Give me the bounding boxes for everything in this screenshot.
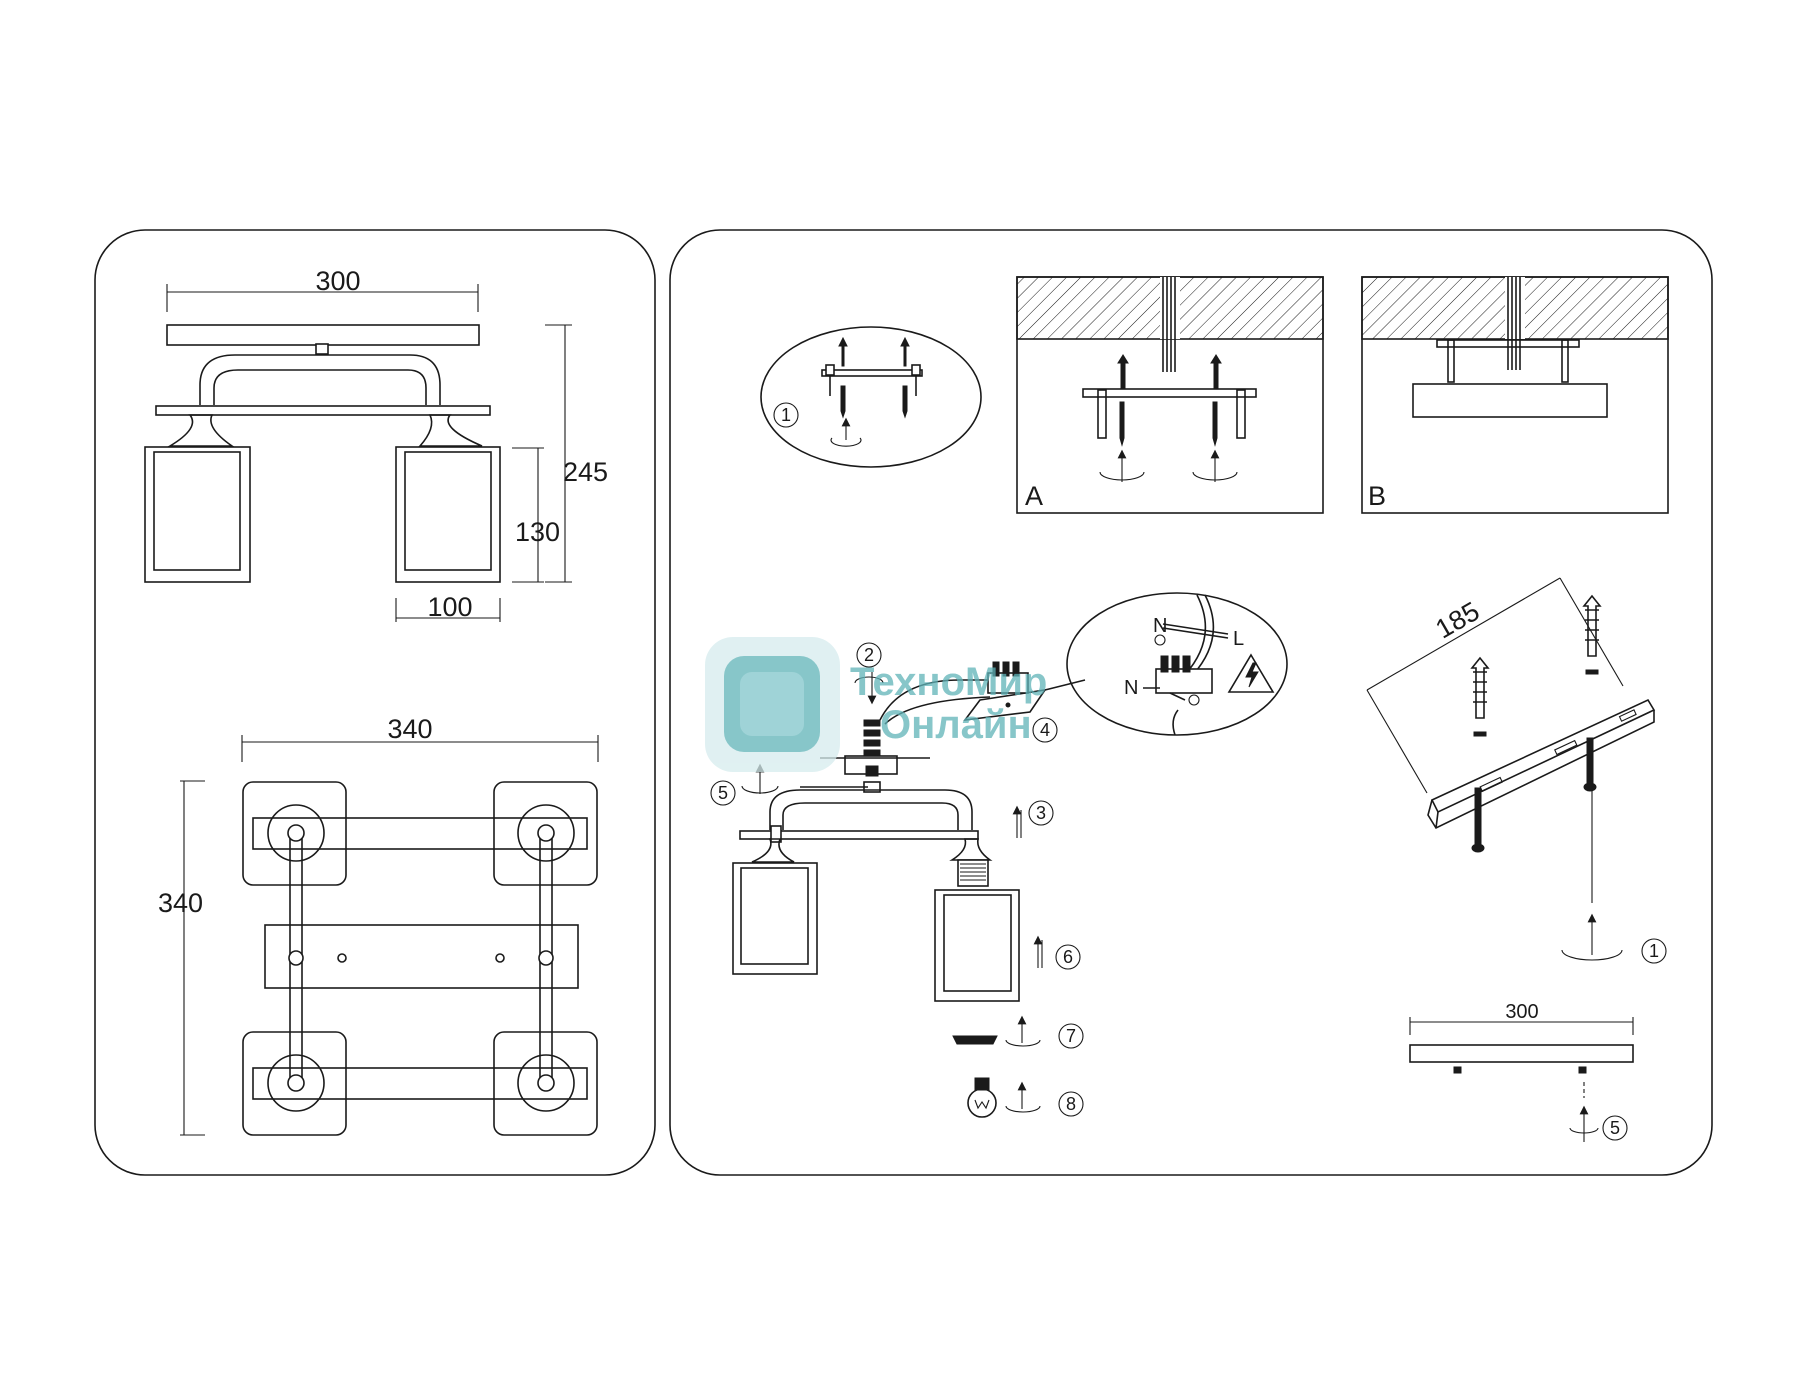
step-6: 6 <box>1063 947 1073 967</box>
step-1-bracket: 1 <box>1649 941 1659 961</box>
detail-b-label: B <box>1368 481 1386 511</box>
wiring-detail-oval: N L N <box>1066 592 1288 736</box>
watermark-line2: Онлайн <box>880 703 1032 747</box>
step-2: 2 <box>864 645 874 665</box>
plan-view-drawing: 340 340 <box>158 714 599 1136</box>
detail-b-box: B <box>1361 276 1669 514</box>
wire-label-l: L <box>1233 628 1244 650</box>
step-3: 3 <box>1036 803 1046 823</box>
dim-total-height: 245 <box>563 457 608 487</box>
mounting-bracket-drawing: 185 1 <box>1366 577 1667 964</box>
detail-a-label: A <box>1025 481 1043 511</box>
wire-label-n-bottom: N <box>1124 677 1138 699</box>
dim-plan-depth: 340 <box>158 888 203 918</box>
ceiling-mount-oval: 1 <box>760 326 982 468</box>
dim-top-width: 300 <box>315 266 360 296</box>
watermark-line1: ТехноМир <box>850 660 1047 704</box>
base-plate-drawing: 300 5 <box>1409 1001 1634 1142</box>
step-8: 8 <box>1066 1094 1076 1114</box>
dimensions-panel <box>94 229 656 1176</box>
dim-base-length: 300 <box>1505 1001 1538 1023</box>
step-5-base: 5 <box>1610 1118 1620 1138</box>
dim-shade-width: 100 <box>427 592 472 622</box>
wire-label-n-top: N <box>1153 615 1167 637</box>
dim-plan-width: 340 <box>387 714 432 744</box>
assembly-drawing: 4 2 5 3 <box>710 642 1086 1118</box>
dim-shade-height: 130 <box>515 517 560 547</box>
step-7: 7 <box>1066 1026 1076 1046</box>
step-4: 4 <box>1040 720 1050 740</box>
front-view-drawing: 300 245 130 100 <box>144 266 608 622</box>
step-1-oval: 1 <box>781 405 791 425</box>
step-5: 5 <box>718 783 728 803</box>
watermark-logo: ТехноМир Онлайн <box>705 637 1047 772</box>
dim-bracket-spacing: 185 <box>1430 596 1484 645</box>
installation-panel <box>669 229 1713 1176</box>
detail-a-box: A <box>1016 276 1324 514</box>
